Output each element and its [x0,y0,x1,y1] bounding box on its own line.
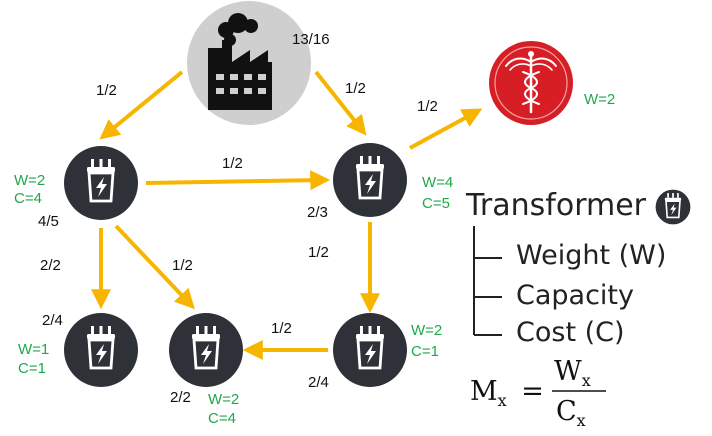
transformer-node-t5 [333,313,407,387]
caduceus-icon [505,51,557,114]
factory-icon [208,13,272,110]
t4-ratio: 2/2 [170,389,191,406]
t2-capacity: C=5 [422,195,450,212]
edge-label-t2-t5: 1/2 [308,244,329,261]
formula-denominator: Cx [556,396,586,430]
transformer-node-t3 [64,313,138,387]
t4-capacity: C=4 [208,410,236,427]
t1-weight: W=2 [14,172,46,189]
hospital-weight: W=2 [584,91,616,108]
legend-item-capacity: Capacity [516,280,634,311]
hospital-node [489,41,573,125]
edge-label-t1-t4: 1/2 [172,257,193,274]
legend-item-weight: Weight (W) [516,240,667,271]
edge-label-t1-t2: 1/2 [222,155,243,172]
t2-weight: W=4 [422,174,454,191]
formula-lhs-sub: x [497,391,507,410]
transformer-node-t2 [333,143,407,217]
edge-label-t5-t4: 1/2 [271,320,292,337]
edge-label-factory-t2: 1/2 [345,80,366,97]
transformer-node-t1 [64,146,138,220]
t2-ratio: 2/3 [307,204,328,221]
t3-ratio: 2/4 [42,312,63,329]
legend-tree [473,226,502,336]
t5-ratio: 2/4 [308,374,329,391]
t1-capacity: C=4 [14,190,42,207]
t3-capacity: C=1 [18,360,46,377]
t3-weight: W=1 [18,341,50,358]
edge-factory-t2 [314,70,367,136]
edge-label-t1-t3: 2/2 [40,257,61,274]
legend-transformer-icon [655,189,691,225]
edge-t1-t4 [114,224,195,310]
factory-value: 13/16 [292,31,330,48]
formula-lhs: M [470,376,498,407]
edge-factory-t1 [99,70,184,140]
t1-ratio: 4/5 [38,213,59,230]
edge-t1-t2 [145,170,331,191]
factory-node [187,1,311,125]
transformer-node-t4 [169,313,243,387]
legend-title: Transformer [466,188,647,223]
t5-weight: W=2 [411,322,443,339]
edge-label-t2-hospital: 1/2 [417,98,438,115]
edges [91,70,483,360]
formula: Mx = [470,376,544,410]
formula-equals: = [521,376,544,407]
legend-item-cost: Cost (C) [516,317,625,348]
formula-numerator: Wx [554,356,591,390]
t4-weight: W=2 [208,391,240,408]
t5-capacity: C=1 [411,343,439,360]
edge-label-factory-t1: 1/2 [96,82,117,99]
edge-t2-hospital [409,108,483,150]
